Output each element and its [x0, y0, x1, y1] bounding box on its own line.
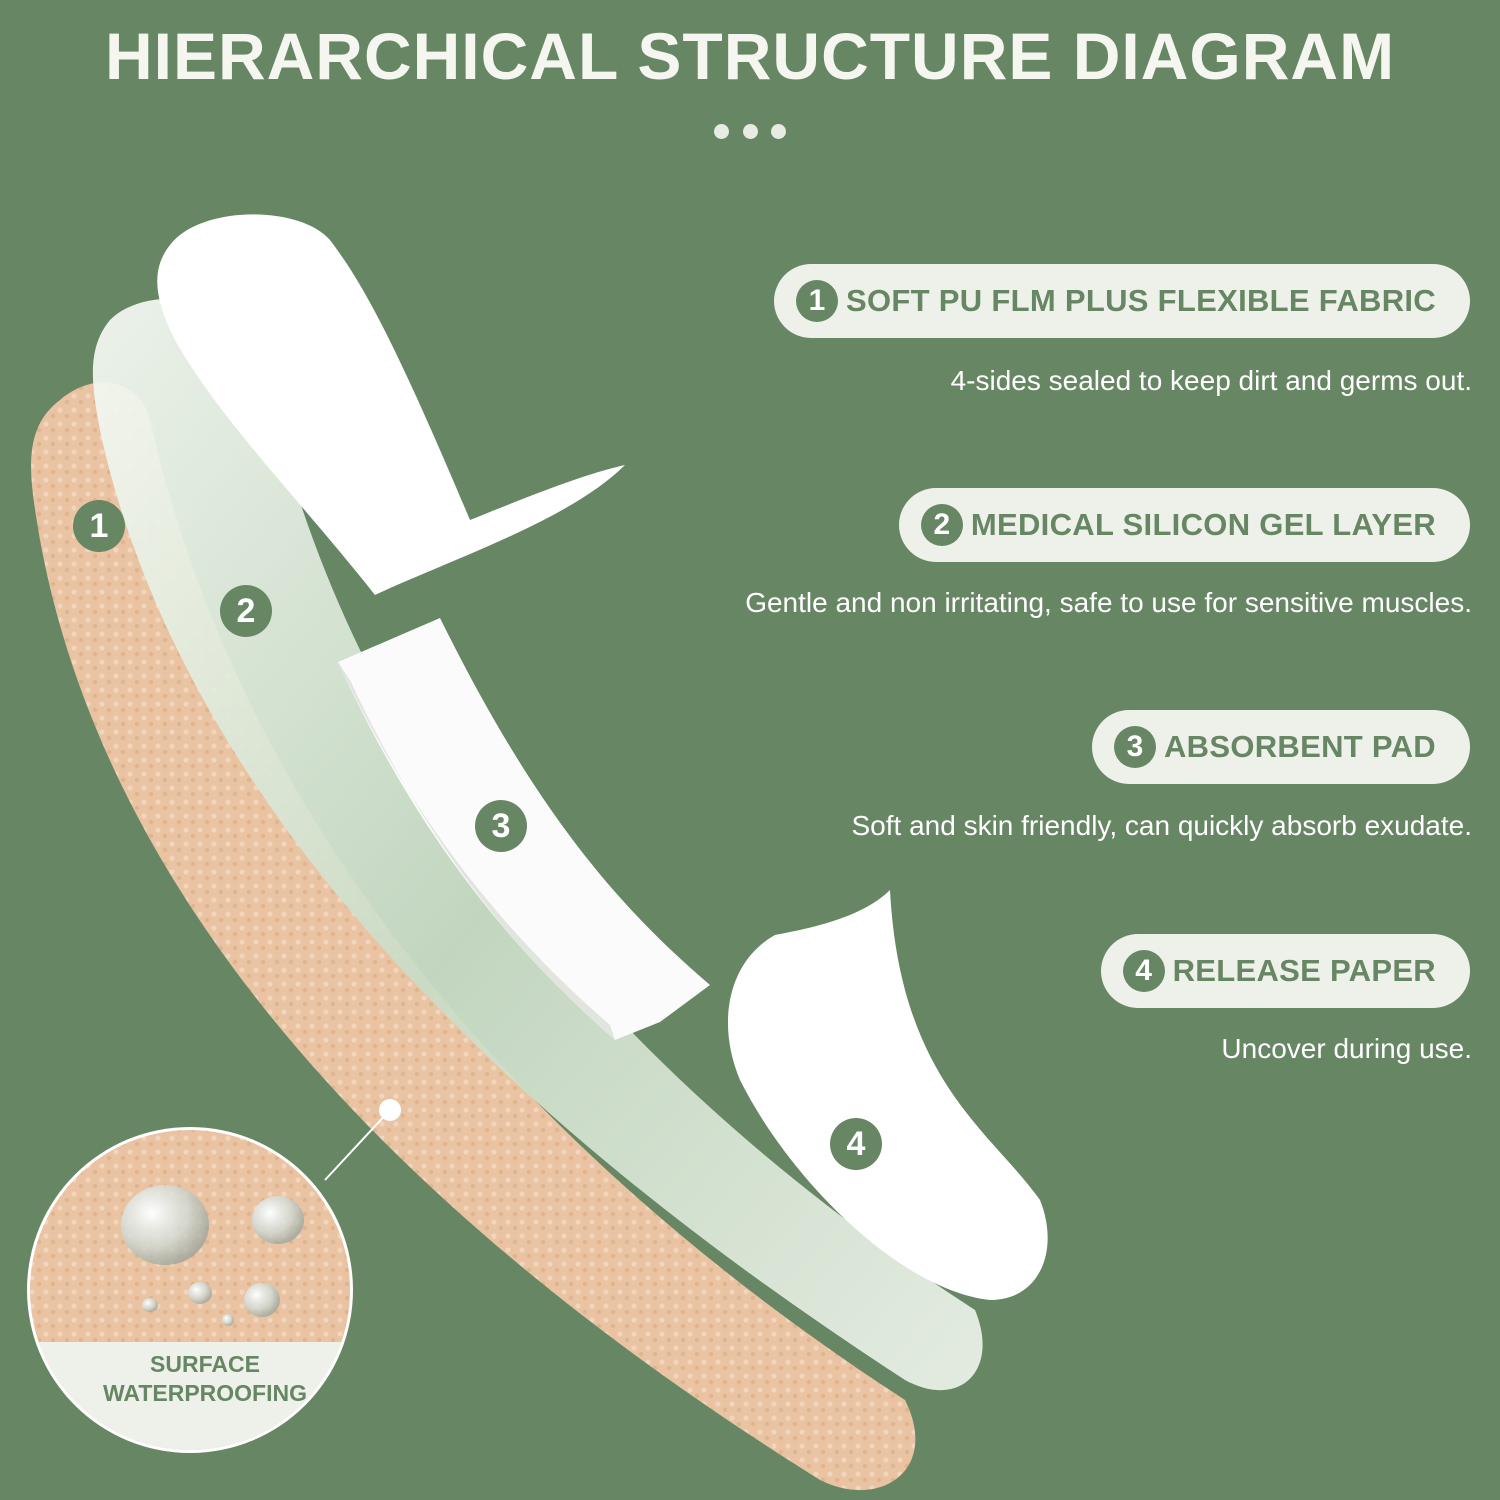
callout-description-2: Gentle and non irritating, safe to use f… [745, 587, 1472, 618]
callout-number-4: 4 [1122, 950, 1165, 992]
page-title: HIERARCHICAL STRUCTURE DIAGRAM [104, 19, 1396, 93]
callout-description-1: 4-sides sealed to keep dirt and germs ou… [950, 365, 1472, 396]
layer-badge-3: 3 [475, 800, 527, 852]
callout-layer-4: 4 RELEASE PAPER [1100, 934, 1470, 1008]
callout-number-2: 2 [920, 504, 963, 546]
release-paper-top-shape [157, 214, 625, 595]
layer-badge-1: 1 [73, 500, 125, 552]
callout-description-4: Uncover during use. [1221, 1033, 1472, 1064]
callout-label-4: RELEASE PAPER [1172, 953, 1436, 988]
callout-number-1: 1 [796, 280, 838, 322]
callout-label-2: MEDICAL SILICON GEL LAYER [970, 507, 1436, 542]
callout-label-3: ABSORBENT PAD [1163, 729, 1436, 764]
callout-layer-1: 1 SOFT PU FLM PLUS FLEXIBLE FABRIC [774, 264, 1470, 338]
release-paper-bottom-shape [727, 890, 1048, 1300]
zoom-caption: SURFACE WATERPROOFING [102, 1351, 307, 1406]
callout-layer-3: 3 ABSORBENT PAD [1091, 710, 1470, 784]
layer-badge-4: 4 [830, 1118, 882, 1170]
zoom-detail [30, 1130, 350, 1450]
callout-label-1: SOFT PU FLM PLUS FLEXIBLE FABRIC [846, 283, 1436, 318]
layer-badge-2: 2 [220, 585, 272, 637]
gel-layer-shape [92, 298, 983, 1391]
callout-layer-2: 2 MEDICAL SILICON GEL LAYER [898, 488, 1470, 562]
decorative-dots [714, 124, 786, 140]
callout-description-3: Soft and skin friendly, can quickly abso… [851, 810, 1473, 841]
callout-number-3: 3 [1113, 726, 1156, 768]
